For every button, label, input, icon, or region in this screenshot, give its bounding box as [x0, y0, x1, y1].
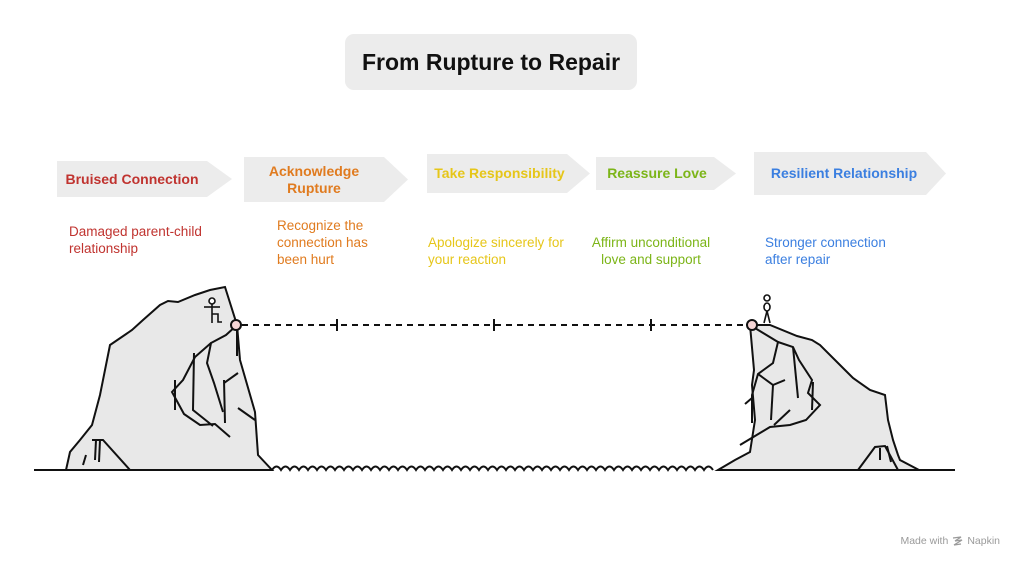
napkin-brand-label: Napkin: [967, 535, 1000, 547]
right-cliff: [714, 324, 920, 471]
step-label: Take Responsibility: [434, 165, 565, 181]
chevron-arrow-shape: [427, 154, 590, 193]
made-with-label: Made with: [900, 535, 949, 547]
left-stick-figure-icon: [204, 297, 222, 323]
step-bruised-connection: Bruised Connection: [57, 161, 232, 197]
left-anchor-point: [230, 319, 242, 331]
step-description-take-responsibility: Apologize sincerely for your reaction: [428, 235, 564, 267]
chevron-arrow-shape: [596, 157, 736, 190]
step-resilient-relationship: Resilient Relationship: [754, 152, 946, 195]
step-label: Resilient Relationship: [770, 165, 918, 181]
page-title: From Rupture to Repair: [361, 48, 621, 75]
step-reassure-love: Reassure Love: [596, 157, 736, 190]
step-label: Acknowledge Rupture: [268, 162, 360, 196]
chevron-arrow-shape: [754, 152, 946, 195]
title-box: From Rupture to Repair: [345, 34, 637, 90]
right-stick-figure-icon: [763, 294, 771, 324]
napkin-logo-icon: [953, 535, 963, 546]
step-description-acknowledge-rupture: Recognize the connection has been hurt: [277, 218, 368, 267]
step-description-reassure-love: Affirm unconditional love and support: [591, 235, 711, 267]
made-with-napkin-badge[interactable]: Made with Napkin: [900, 535, 1000, 547]
chevron-arrow-shape: [57, 161, 232, 197]
water-waves: [271, 465, 714, 472]
left-cliff: [64, 285, 275, 471]
step-description-resilient-relationship: Stronger connection after repair: [765, 235, 886, 267]
right-anchor-point: [746, 319, 758, 331]
chevron-arrow-shape: [244, 157, 408, 202]
step-label: Reassure Love: [607, 165, 707, 181]
step-acknowledge-rupture: Acknowledge Rupture: [244, 157, 408, 202]
step-take-responsibility: Take Responsibility: [427, 154, 590, 193]
step-label: Bruised Connection: [65, 170, 199, 187]
step-description-bruised-connection: Damaged parent-child relationship: [69, 224, 202, 256]
